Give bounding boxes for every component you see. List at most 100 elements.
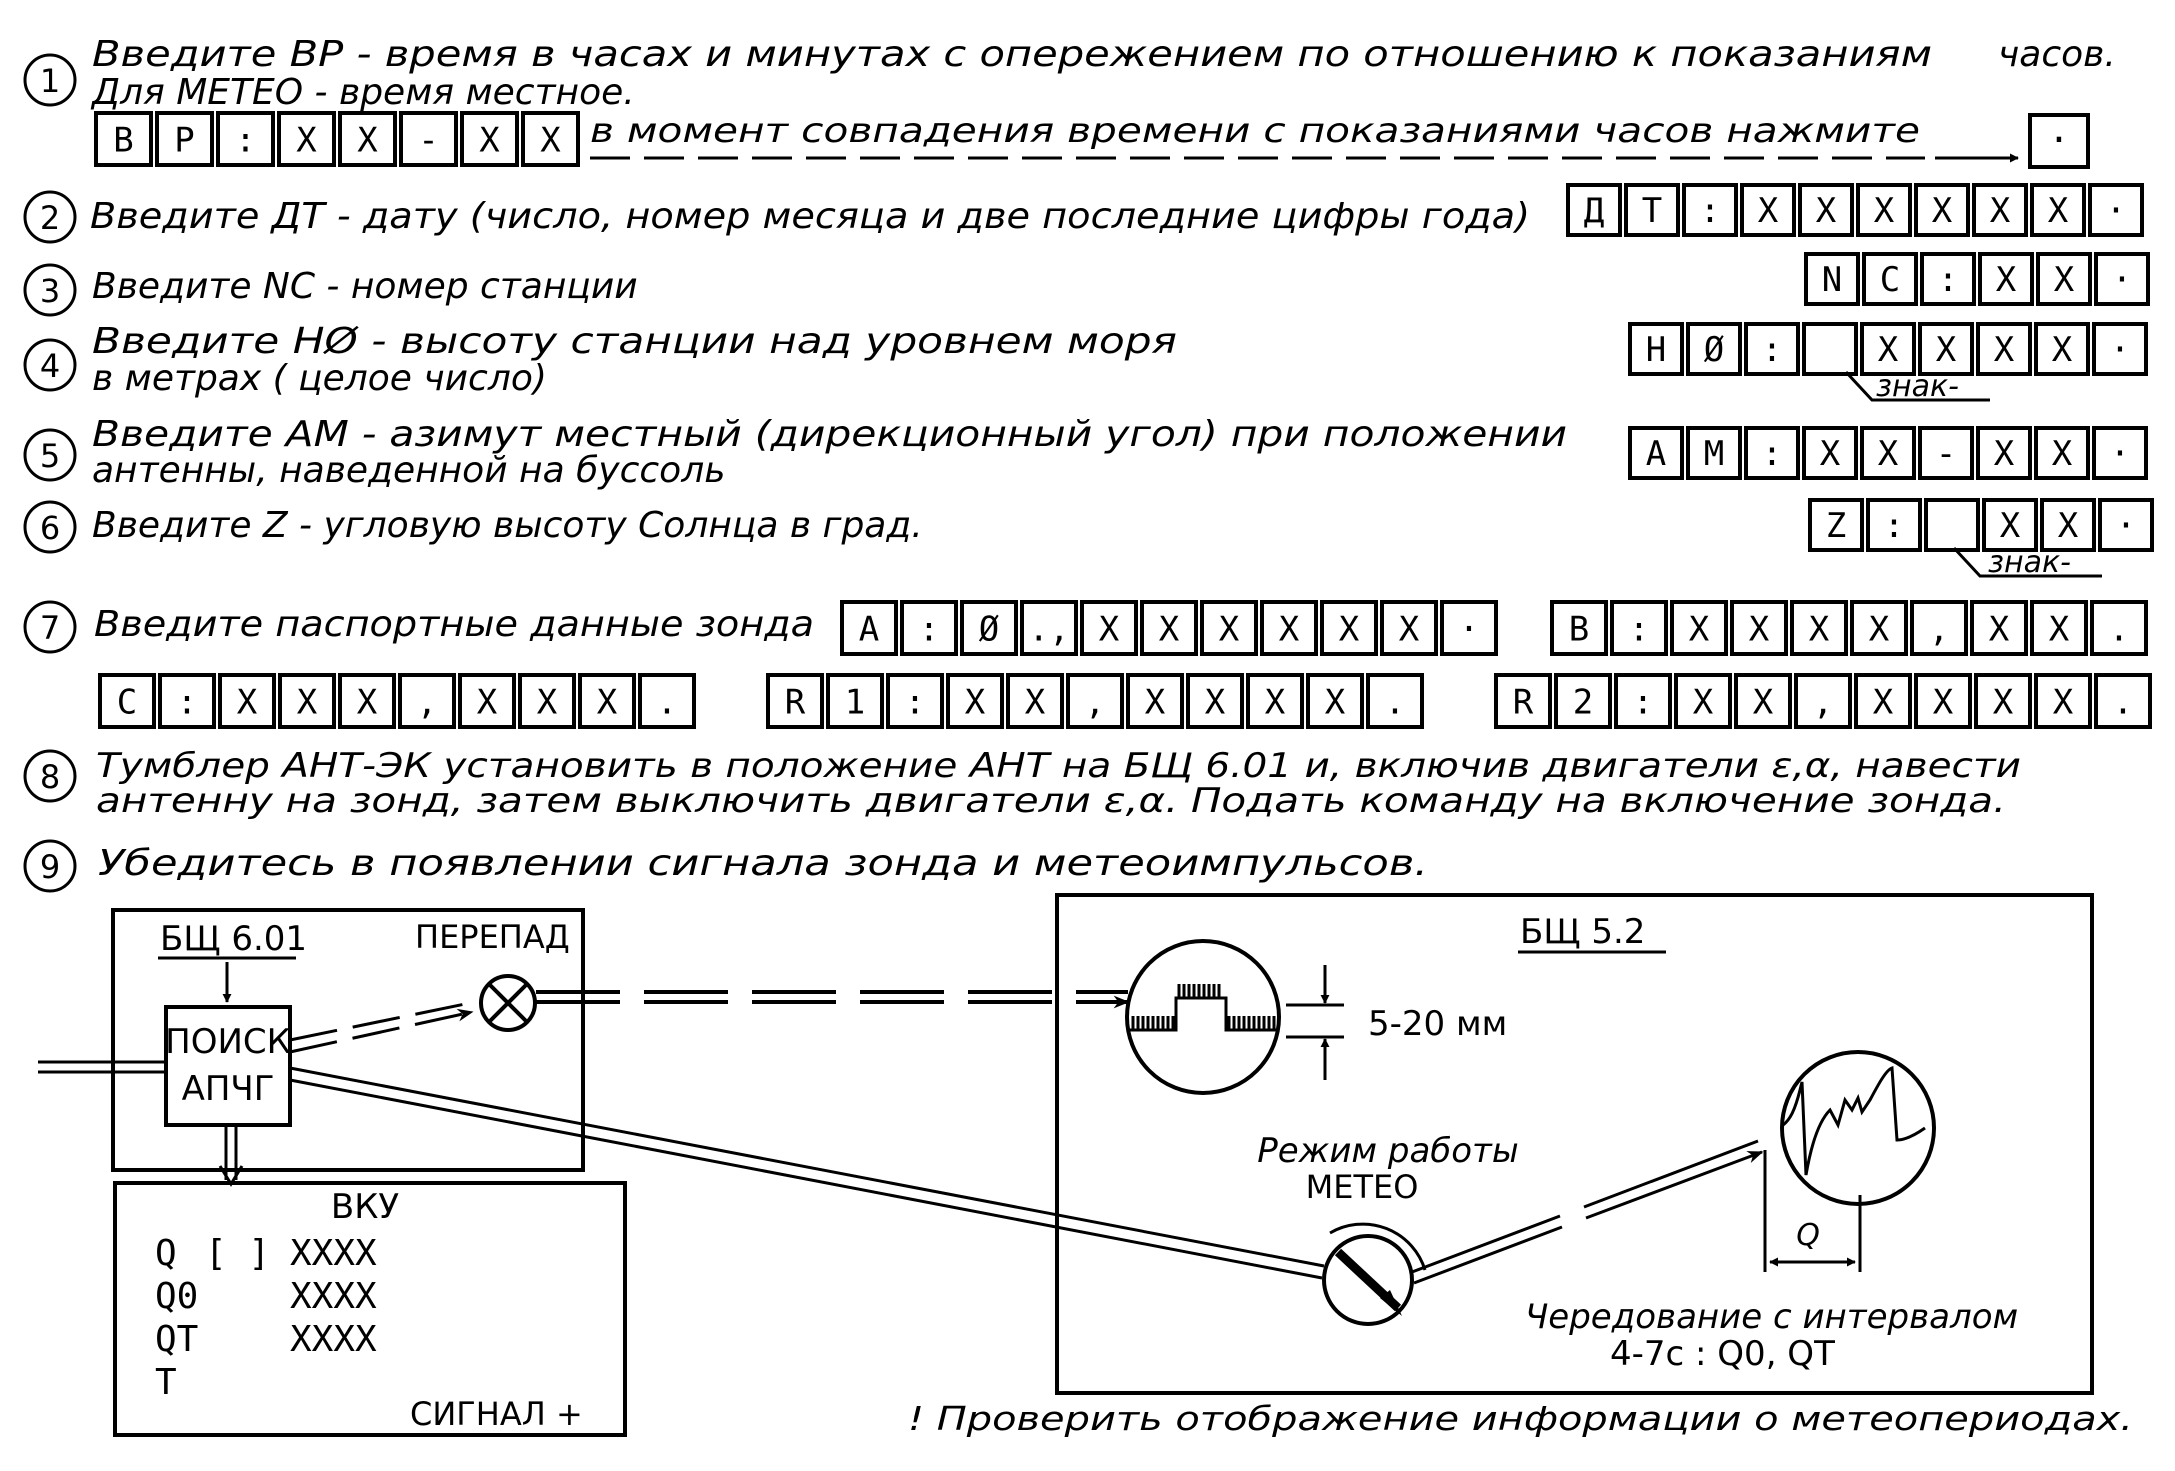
input-cell: [1674, 673, 1732, 729]
step-number: 5: [40, 437, 60, 475]
input-cell-char: X: [2049, 609, 2070, 649]
input-cell: [1380, 600, 1438, 656]
scope-meteo-icon: [1780, 1050, 1936, 1206]
input-cell: [1970, 600, 2028, 656]
input-cell-char: X: [1878, 330, 1899, 370]
input-cell-char: ,: [1929, 609, 1949, 649]
step-number-badge: 7: [23, 600, 77, 654]
input-cell: [1610, 600, 1668, 656]
input-cell: [1682, 183, 1738, 237]
input-cell-char: :: [1938, 260, 1958, 300]
input-cell-char: ·: [1459, 609, 1479, 649]
input-cell-char: ·: [2110, 330, 2130, 370]
link-search-knob: [289, 1078, 1323, 1280]
input-cell-char: -: [1936, 434, 1956, 474]
input-cell: [1440, 600, 1498, 656]
input-cell-char: :: [1700, 191, 1720, 231]
input-cell-char: X: [2058, 506, 2079, 546]
step-number-badge: 9: [23, 839, 77, 893]
step-text-suffix: часов.: [1998, 34, 2116, 75]
input-cell: [1862, 252, 1918, 306]
input-cell-char: :: [905, 682, 925, 722]
step-number: 1: [40, 62, 60, 100]
input-cell: [1978, 252, 2034, 306]
input-cell-char: 1: [845, 682, 865, 722]
input-cell-char: X: [1758, 191, 1779, 231]
input-cell: [2090, 600, 2148, 656]
input-cell-char: Д: [1584, 191, 1604, 231]
input-cell: [1186, 673, 1244, 729]
step-8: 8 Тумблер АНТ-ЭК установить в положение …: [23, 746, 2021, 821]
input-cell-char: ,: [1813, 682, 1833, 722]
input-cell-char: ·: [2116, 506, 2136, 546]
input-cell: [521, 111, 580, 167]
input-cell: [277, 111, 336, 167]
input-cell: [1918, 426, 1974, 480]
step-1: 1 Введите ВР - время в часах и минутах с…: [23, 34, 2116, 169]
mode-value: МЕТЕО: [1306, 1168, 1419, 1206]
input-cell: [399, 111, 458, 167]
input-cell-char: X: [479, 120, 500, 160]
step-note: в момент совпадения времени с показаниям…: [590, 111, 1920, 151]
check-note: ! Проверить отображение информации о мет…: [908, 1399, 2133, 1438]
input-cell: [578, 673, 636, 729]
input-cell: [1972, 183, 2028, 237]
input-cell-char: В: [1569, 609, 1589, 649]
input-cell: [638, 673, 696, 729]
alternation-label: Чередование с интервалом: [1525, 1297, 2018, 1337]
input-cell: [1744, 426, 1800, 480]
input-cell-char: X: [1816, 191, 1837, 231]
panel-bsh-601: [111, 908, 585, 1172]
input-cell: [2094, 252, 2150, 306]
input-cell: [1860, 322, 1916, 376]
signal-diagram: БЩ 6.01 ПОИСК АПЧГ ПЕРЕПАД ВКУ Q[ ]XXXXQ…: [38, 893, 2133, 1438]
step-text-line: антенну на зонд, затем выключить двигате…: [96, 781, 2006, 821]
input-cell-char: X: [537, 682, 558, 722]
input-cell: [1924, 498, 1980, 552]
search-label: АПЧГ: [182, 1069, 275, 1109]
input-cell: [960, 600, 1018, 656]
input-cell: [1020, 600, 1078, 656]
input-cell: [1854, 673, 1912, 729]
input-cell: [1910, 600, 1968, 656]
vku-cell: XXXX: [290, 1233, 377, 1274]
input-cell-char: А: [859, 609, 879, 649]
input-cell: [94, 111, 153, 167]
input-cell: [2098, 498, 2154, 552]
input-cell-char: В: [113, 120, 133, 160]
input-cell: [2034, 322, 2090, 376]
input-cell-char: 2: [1573, 682, 1593, 722]
input-cell-char: X: [2000, 506, 2021, 546]
panel-bsh-52-label: БЩ 5.2: [1520, 912, 1645, 952]
input-cell: [1624, 183, 1680, 237]
input-cell-char: X: [597, 682, 618, 722]
input-cell-char: Z: [1826, 506, 1846, 546]
input-cell: [1976, 322, 2032, 376]
vku-cell: [ ]: [205, 1233, 270, 1274]
input-cell-char: X: [1869, 609, 1890, 649]
input-cell: [458, 673, 516, 729]
sign-pointer: [1844, 370, 1990, 402]
input-cell: [1914, 183, 1970, 237]
input-cell: [840, 600, 898, 656]
input-cell: [1686, 426, 1742, 480]
input-cell-char: X: [1993, 682, 2014, 722]
step-5: 5 Введите АМ - азимут местный (дирекцион…: [23, 414, 2148, 491]
sign-label: знак-: [1876, 369, 1959, 404]
input-cell: [2034, 426, 2090, 480]
input-cell: [1802, 322, 1858, 376]
input-cell: [1914, 673, 1972, 729]
search-block: [164, 1005, 292, 1127]
input-cell-char: X: [965, 682, 986, 722]
interval-dimension: [1763, 1150, 1862, 1272]
input-cell-char: X: [1099, 609, 1120, 649]
input-cell: [1260, 600, 1318, 656]
step-text-line: Введите АМ - азимут местный (дирекционны…: [92, 414, 1567, 455]
link-search-lamp: [289, 1001, 471, 1042]
input-cell-char: :: [1762, 330, 1782, 370]
